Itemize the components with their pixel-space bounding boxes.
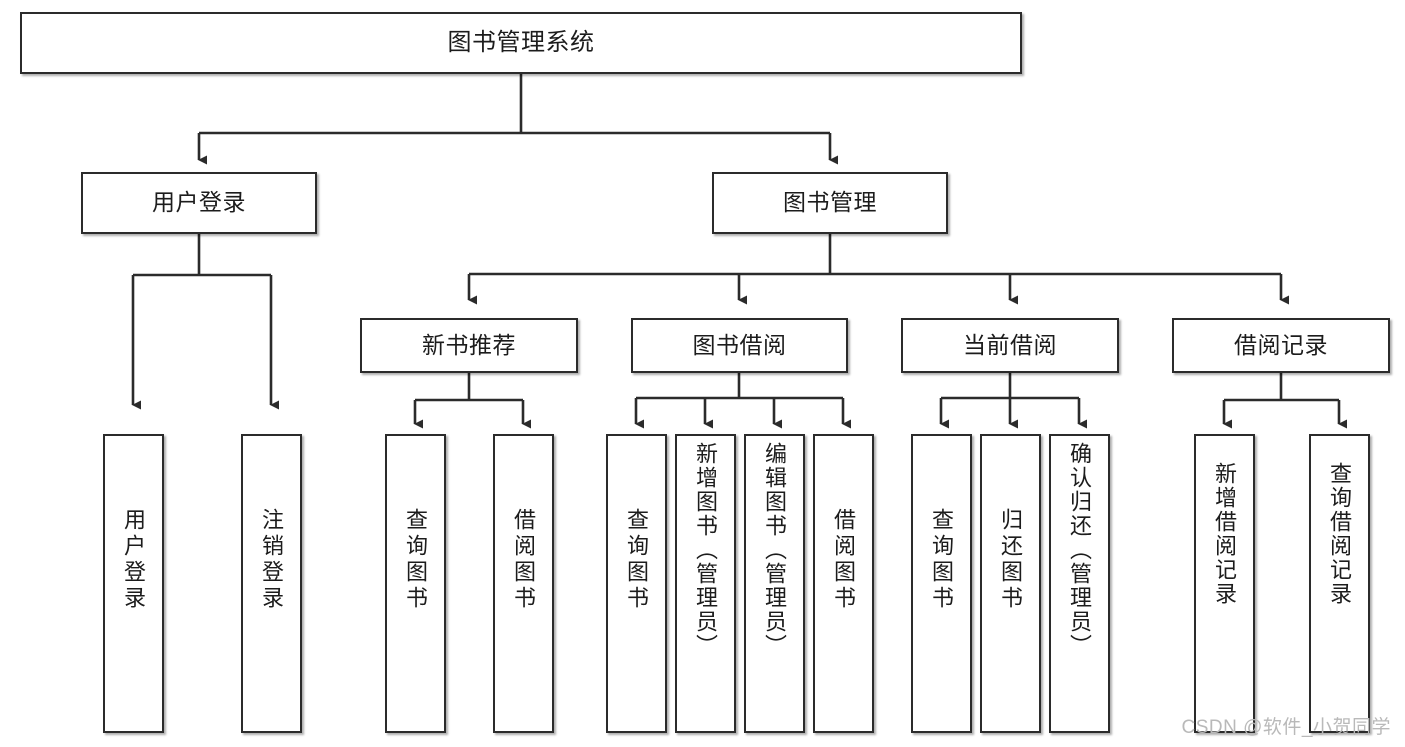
node-current-borrow[interactable]: 当前借阅 <box>901 318 1119 373</box>
node-label: 用户登录 <box>121 508 147 612</box>
node-leaf-query-book-3[interactable]: 查询图书 <box>911 434 972 733</box>
node-user-login[interactable]: 用户登录 <box>81 172 317 234</box>
node-leaf-add-record[interactable]: 新增借阅记录 <box>1194 434 1255 733</box>
node-label: 图书管理 <box>783 189 877 216</box>
node-label: 图书借阅 <box>692 331 787 358</box>
node-label: 编辑图书（管理员） <box>762 442 788 658</box>
node-label: 查询图书 <box>403 508 429 612</box>
node-label: 查询图书 <box>624 508 650 612</box>
node-new-book-recommend[interactable]: 新书推荐 <box>360 318 578 373</box>
node-label: 借阅记录 <box>1234 331 1328 358</box>
node-label: 归还图书 <box>998 508 1024 612</box>
node-leaf-add-book[interactable]: 新增图书（管理员） <box>675 434 736 733</box>
node-leaf-borrow-book-2[interactable]: 借阅图书 <box>813 434 874 733</box>
node-leaf-edit-book[interactable]: 编辑图书（管理员） <box>744 434 805 733</box>
node-leaf-user-login[interactable]: 用户登录 <box>103 434 164 733</box>
node-leaf-borrow-book-1[interactable]: 借阅图书 <box>493 434 554 733</box>
node-label: 新增借阅记录 <box>1212 462 1238 606</box>
node-leaf-confirm-return[interactable]: 确认归还（管理员） <box>1049 434 1110 733</box>
node-label: 注销登录 <box>259 508 285 612</box>
node-label: 用户登录 <box>152 189 246 216</box>
node-label: 查询借阅记录 <box>1327 462 1353 606</box>
node-borrow-record[interactable]: 借阅记录 <box>1172 318 1390 373</box>
node-root-system[interactable]: 图书管理系统 <box>20 12 1022 74</box>
node-label: 借阅图书 <box>831 508 857 612</box>
node-leaf-return-book[interactable]: 归还图书 <box>980 434 1041 733</box>
node-book-borrow[interactable]: 图书借阅 <box>631 318 848 373</box>
node-label: 当前借阅 <box>963 331 1057 358</box>
node-label: 新书推荐 <box>422 331 516 358</box>
node-label: 新增图书（管理员） <box>693 442 719 658</box>
node-leaf-logout-login[interactable]: 注销登录 <box>241 434 302 733</box>
csdn-watermark: CSDN @软件_小贺同学 <box>1181 717 1391 738</box>
node-label: 借阅图书 <box>511 508 537 612</box>
node-leaf-query-book-2[interactable]: 查询图书 <box>606 434 667 733</box>
node-leaf-query-record[interactable]: 查询借阅记录 <box>1309 434 1370 733</box>
node-book-manage[interactable]: 图书管理 <box>712 172 948 234</box>
node-label: 查询图书 <box>929 508 955 612</box>
node-label: 图书管理系统 <box>447 28 595 56</box>
node-label: 确认归还（管理员） <box>1067 442 1093 658</box>
node-leaf-query-book-1[interactable]: 查询图书 <box>385 434 446 733</box>
